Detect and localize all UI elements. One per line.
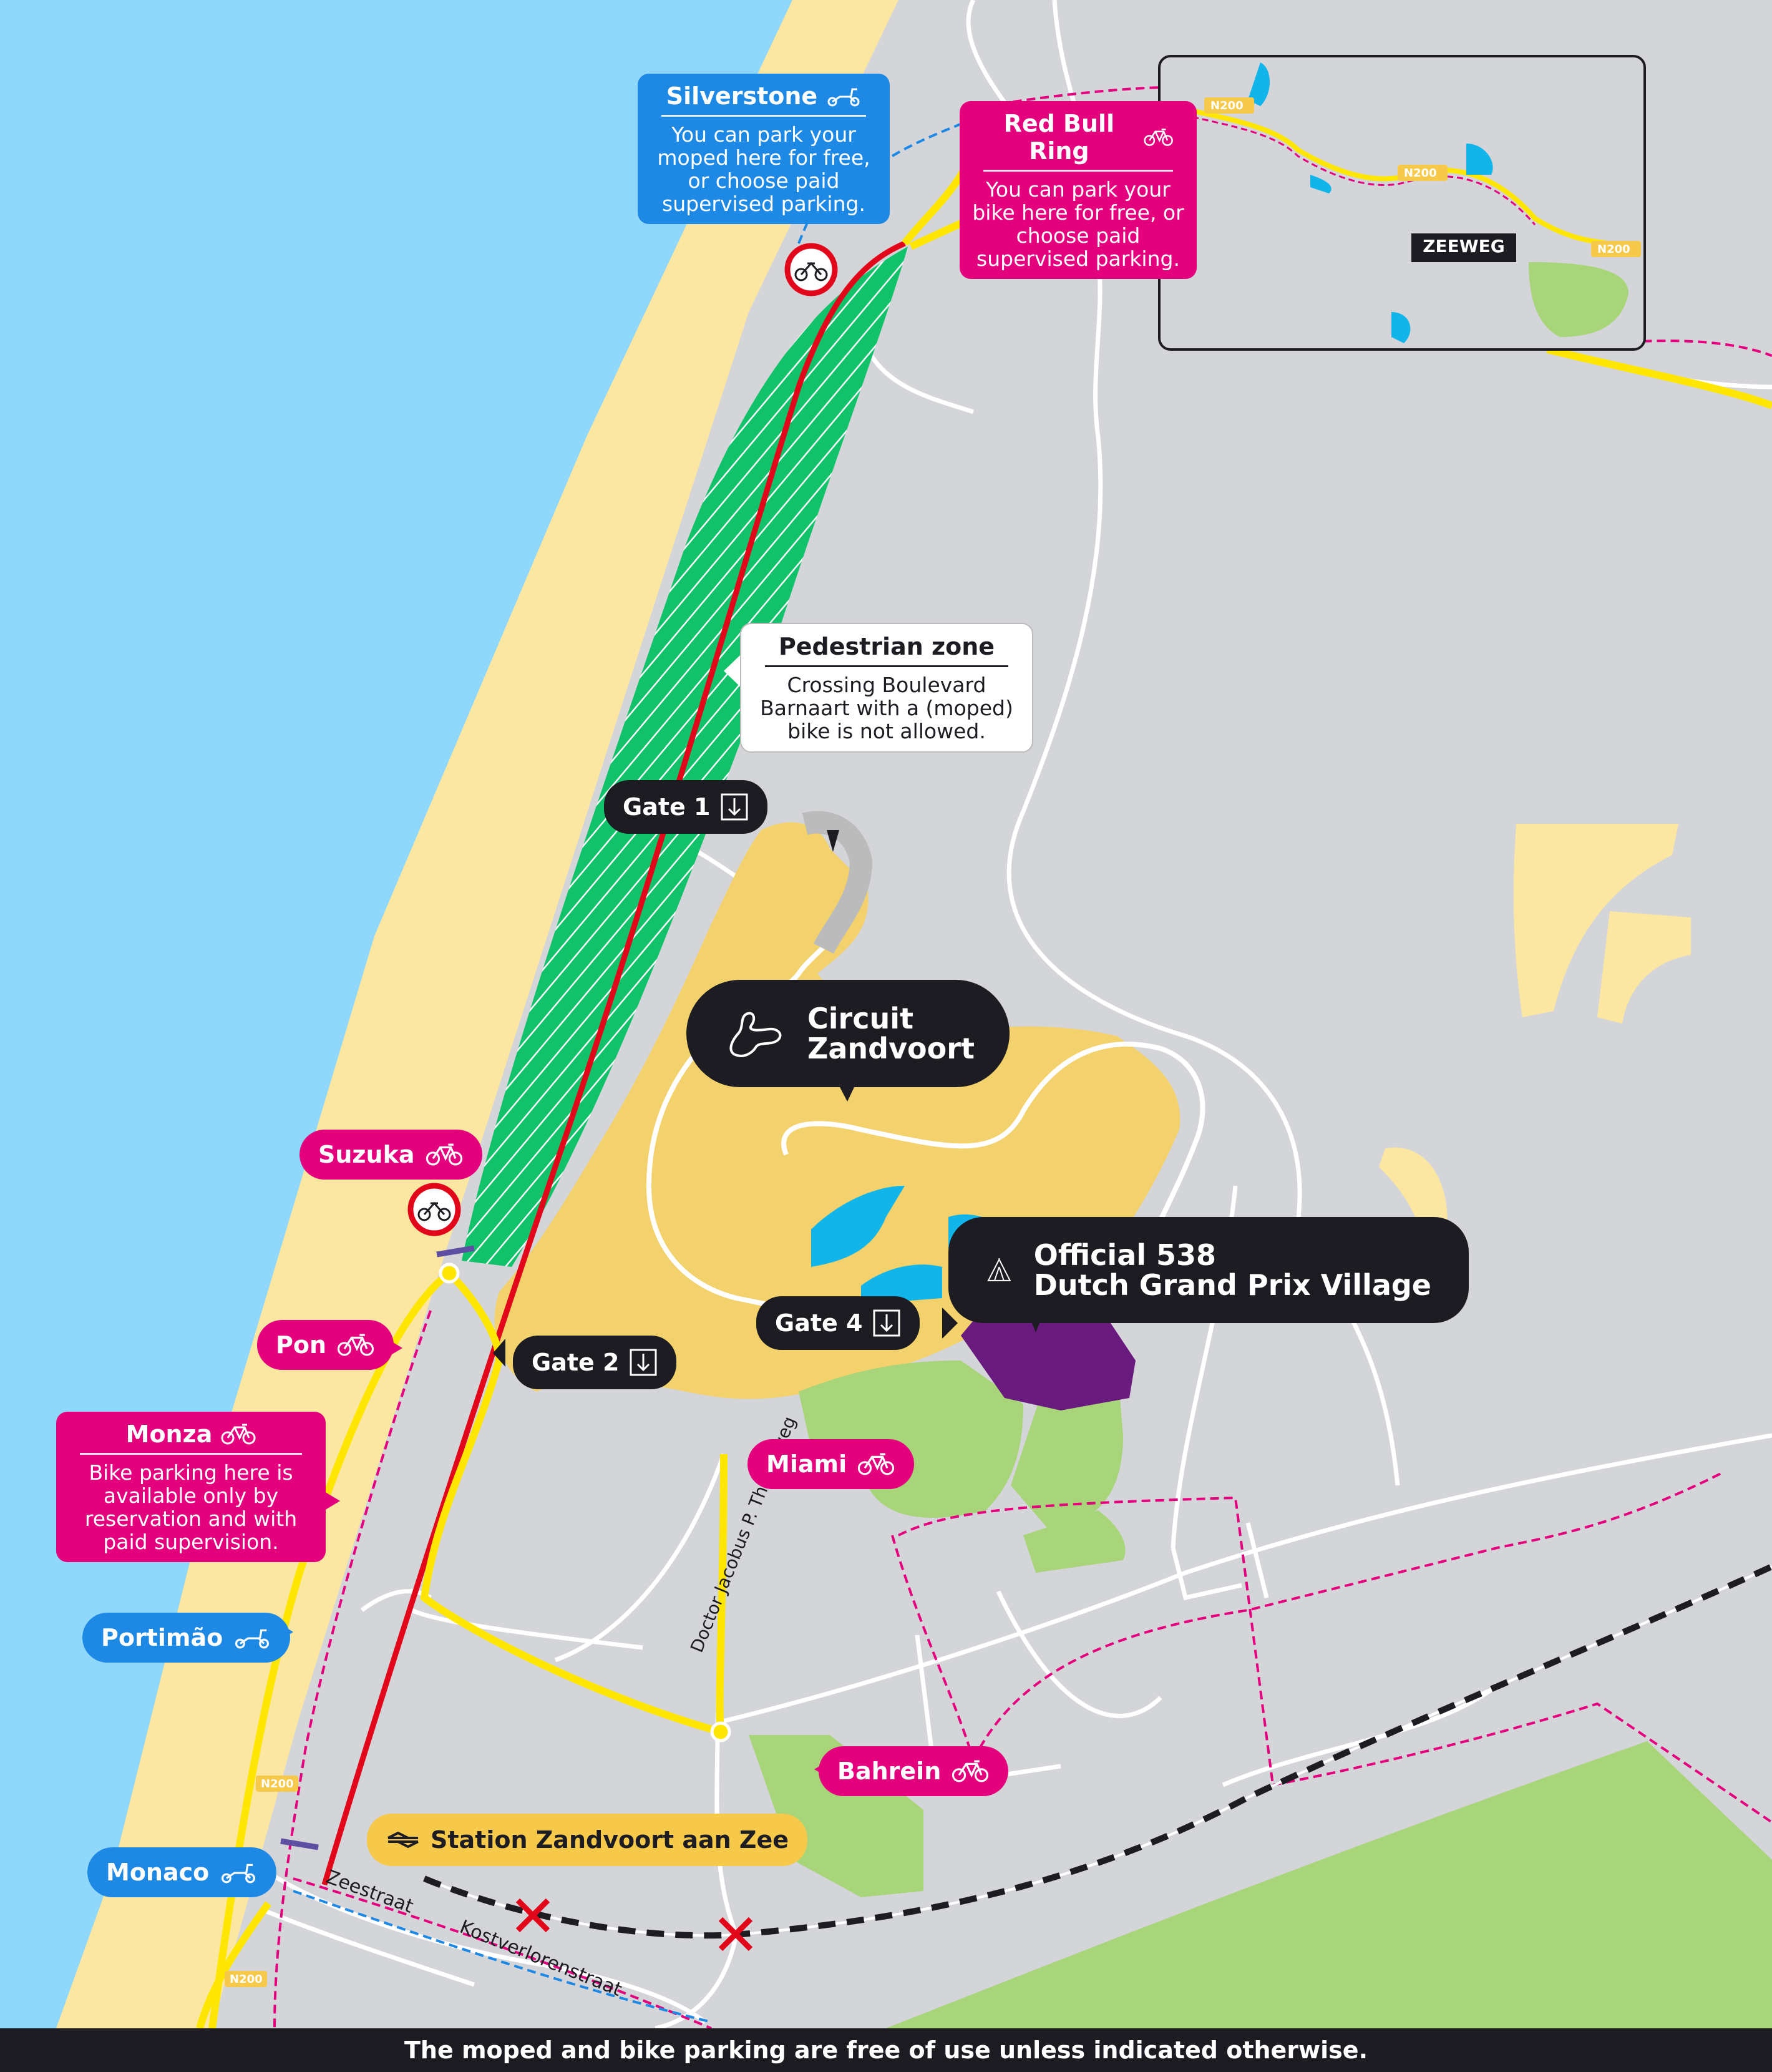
dune-patch: [1597, 911, 1691, 1024]
station-label[interactable]: Station Zandvoort aan Zee: [367, 1814, 807, 1866]
footer-note: The moped and bike parking are free of u…: [0, 2028, 1772, 2072]
entrance-arrow-icon: [630, 1349, 657, 1376]
parking-card-red-bull-ring[interactable]: Red Bull Ring You can park your bike her…: [960, 101, 1197, 279]
card-text: Crossing Boulevard Barnaart with a (mope…: [760, 673, 1013, 743]
green-area: [799, 1361, 1023, 1518]
bike-icon: [221, 1424, 256, 1445]
inset-n200-label: N200: [1404, 167, 1437, 180]
parking-label-bahrein[interactable]: Bahrein: [819, 1746, 1009, 1796]
parking-label-portimao[interactable]: Portimão: [82, 1613, 291, 1663]
circuit-zandvoort-label[interactable]: Circuit Zandvoort: [686, 980, 1010, 1087]
card-title: Pedestrian zone: [765, 633, 1008, 667]
entrance-arrow-icon: [873, 1309, 900, 1337]
train-icon: [387, 1831, 419, 1849]
pedestrian-zone-card[interactable]: Pedestrian zone Crossing Boulevard Barna…: [740, 623, 1033, 753]
moped-icon: [235, 1629, 270, 1649]
white-label-tail: [724, 655, 740, 687]
junction-dot: [439, 1263, 460, 1284]
gate-1-label[interactable]: Gate 1: [604, 780, 768, 834]
card-text: Bike parking here is available only by r…: [84, 1460, 298, 1554]
card-title: Silverstone: [661, 82, 866, 117]
railway: [423, 1563, 1772, 1939]
junction-dot: [710, 1721, 731, 1742]
bike-icon: [1144, 129, 1173, 146]
circuit-icon: [729, 1012, 782, 1057]
bike-icon: [857, 1453, 895, 1475]
no-bike-sign: [407, 1183, 461, 1236]
inset-n200-label: N200: [1597, 243, 1630, 256]
village-area: [961, 1298, 1136, 1410]
parking-label-pon[interactable]: Pon: [257, 1320, 394, 1370]
circuit-pit-lane: [802, 811, 873, 954]
village-name: Official 538 Dutch Grand Prix Village: [1033, 1238, 1431, 1302]
card-title: Monza: [80, 1420, 302, 1455]
gate-4-label[interactable]: Gate 4: [756, 1296, 920, 1350]
barrier-marker: [436, 1245, 475, 1258]
n200-badge: [225, 1971, 267, 1987]
closed-crossings: [515, 1898, 753, 1952]
dutch-gp-village-label[interactable]: Official 538 Dutch Grand Prix Village: [948, 1217, 1469, 1323]
green-area: [886, 1741, 1772, 2028]
bike-icon: [337, 1334, 374, 1356]
no-bike-route: [321, 240, 906, 1886]
zeeweg-label: ZEEWEG: [1423, 236, 1505, 257]
bike-icon: [952, 1760, 989, 1782]
entrance-arrow-icon: [721, 793, 748, 821]
card-title: Red Bull Ring: [983, 110, 1173, 172]
tent-icon: [987, 1258, 1011, 1281]
inset-n200-label: N200: [1210, 99, 1244, 112]
parking-label-suzuka[interactable]: Suzuka: [299, 1130, 482, 1180]
n200-label: N200: [261, 1777, 294, 1791]
card-text: You can park your bike here for free, or…: [972, 177, 1184, 271]
no-bike-sign: [784, 243, 838, 296]
parking-label-miami[interactable]: Miami: [747, 1439, 915, 1489]
pond: [811, 1186, 905, 1267]
n200-label: N200: [230, 1973, 263, 1986]
n200-badge: [256, 1776, 298, 1792]
dune-patch: [1513, 824, 1678, 1017]
dashed-pink-routes: [273, 86, 1772, 2030]
parking-card-monza[interactable]: Monza Bike parking here is available onl…: [56, 1412, 326, 1562]
parking-card-silverstone[interactable]: Silverstone You can park your moped here…: [638, 74, 890, 224]
bike-icon: [426, 1143, 462, 1166]
moped-icon: [221, 1864, 256, 1884]
dune-patch: [1379, 1147, 1448, 1236]
green-area: [1023, 1510, 1126, 1573]
pond: [861, 1264, 942, 1304]
circuit-name: Circuit Zandvoort: [807, 1002, 975, 1065]
inset-map: [1158, 55, 1646, 351]
barrier-marker: [280, 1838, 319, 1850]
gate-2-label[interactable]: Gate 2: [513, 1336, 677, 1389]
moped-icon: [827, 88, 860, 107]
parking-label-monaco[interactable]: Monaco: [87, 1847, 277, 1897]
card-text: You can park your moped here for free, o…: [657, 122, 870, 216]
